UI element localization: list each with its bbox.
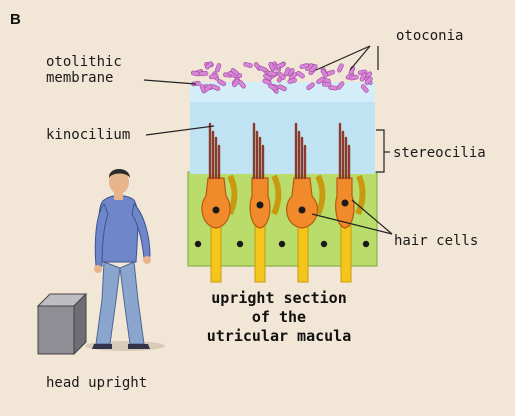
otoconia-crystal [296,70,306,79]
supporting-cell-nucleus [279,241,285,247]
otoconia-crystal [337,63,344,73]
caption-line3: utricular macula [207,327,352,345]
supporting-cell-nucleus [321,241,327,247]
membrane-highlight [190,82,375,102]
gray-box [38,294,86,354]
label-otolithic-line1: otolithic [46,54,122,70]
panel-label: B [10,11,21,28]
otoconia-crystal [322,82,331,86]
otoconia-crystal [243,62,253,68]
supporting-cell-nucleus [195,241,201,247]
caption-line2: of the [252,308,306,326]
caption-line1: upright section [211,289,346,307]
label-kinocilium: kinocilium [46,127,130,143]
supporting-cell-nucleus [237,241,243,247]
label-stereocilia: stereocilia [393,145,486,161]
label-hair-cells: hair cells [394,233,478,249]
label-otoconia: otoconia [396,28,463,44]
label-otolithic-line2: membrane [46,70,113,86]
supporting-cell-nucleus [363,241,369,247]
otoconia-crystal [258,65,268,72]
otoconia-crystal [215,63,222,73]
otoconia-crystal [199,71,208,76]
person-standing-upright [85,169,165,351]
label-head-upright: head upright [46,375,147,391]
